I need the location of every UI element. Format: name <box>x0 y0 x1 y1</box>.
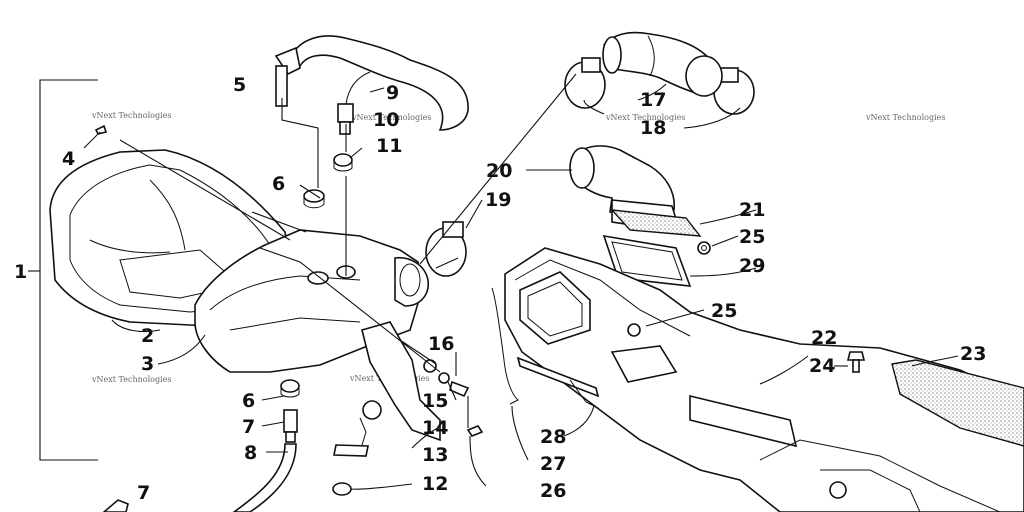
callout-17: 17 <box>640 89 666 111</box>
nut-25-upper <box>697 241 711 255</box>
watermark: vNext Technologies <box>351 113 431 122</box>
callout-18: 18 <box>640 117 666 139</box>
vent-fitting <box>337 71 371 135</box>
callout-24: 24 <box>809 355 835 377</box>
callout-29: 29 <box>739 255 765 277</box>
callout-8: 8 <box>244 442 257 464</box>
grommet-6-lower <box>280 379 300 398</box>
hose-clamp-19 <box>425 221 467 277</box>
drain-fitting-lower <box>102 499 129 512</box>
callout-3: 3 <box>141 353 154 375</box>
support-rod <box>491 287 519 405</box>
watermark: vNext Technologies <box>91 111 171 120</box>
nut-15 <box>438 372 450 384</box>
nut-12 <box>332 482 352 496</box>
foam-seal <box>610 209 702 237</box>
drain-fitting <box>283 409 298 443</box>
grommet-11 <box>333 153 353 172</box>
intake-silencer <box>504 247 1024 512</box>
callout-22: 22 <box>811 327 837 349</box>
drain-hose <box>232 443 297 512</box>
callout-27: 27 <box>540 453 566 475</box>
callout-7-lower: 7 <box>137 482 150 504</box>
callout-20: 20 <box>486 160 512 182</box>
callout-7-upper: 7 <box>242 416 255 438</box>
callout-2: 2 <box>141 325 154 347</box>
callout-28: 28 <box>540 426 566 448</box>
watermark: vNext Technologies <box>865 113 945 122</box>
hardware <box>94 124 484 496</box>
callout-9: 9 <box>386 82 399 104</box>
callout-10: 10 <box>373 109 399 131</box>
nut-25-lower <box>627 323 641 337</box>
callout-6-upper: 6 <box>272 173 285 195</box>
callout-19: 19 <box>485 189 511 211</box>
watermark: vNext Technologies <box>605 113 685 122</box>
grommet-6-upper <box>303 189 325 209</box>
callout-6-lower: 6 <box>242 390 255 412</box>
bolt-24 <box>846 351 866 373</box>
elbow-coupler <box>602 31 723 97</box>
callouts: 1 2 3 4 5 6 6 7 7 8 9 10 11 12 13 14 15 … <box>14 74 986 504</box>
hose-clamp-17-left <box>564 57 606 109</box>
callout-16: 16 <box>428 333 454 355</box>
callout-4: 4 <box>62 148 75 170</box>
callout-23: 23 <box>960 343 986 365</box>
callout-21: 21 <box>739 199 765 221</box>
callout-1: 1 <box>14 261 27 283</box>
screw-4 <box>94 124 108 135</box>
callout-25-upper: 25 <box>739 226 765 248</box>
leader-lines <box>83 73 959 490</box>
screw-26 <box>466 425 484 437</box>
gasket <box>602 234 692 287</box>
callout-15: 15 <box>422 390 448 412</box>
callout-13: 13 <box>422 444 448 466</box>
washer-16 <box>423 359 437 373</box>
watermark: vNext Technologies <box>91 375 171 384</box>
callout-14: 14 <box>422 417 448 439</box>
callout-11: 11 <box>376 135 402 157</box>
callout-26: 26 <box>540 480 566 502</box>
foam-strip <box>891 359 1024 447</box>
callout-25-lower: 25 <box>711 300 737 322</box>
assembly-bracket <box>28 79 98 461</box>
callout-12: 12 <box>422 473 448 495</box>
callout-5: 5 <box>233 74 246 96</box>
